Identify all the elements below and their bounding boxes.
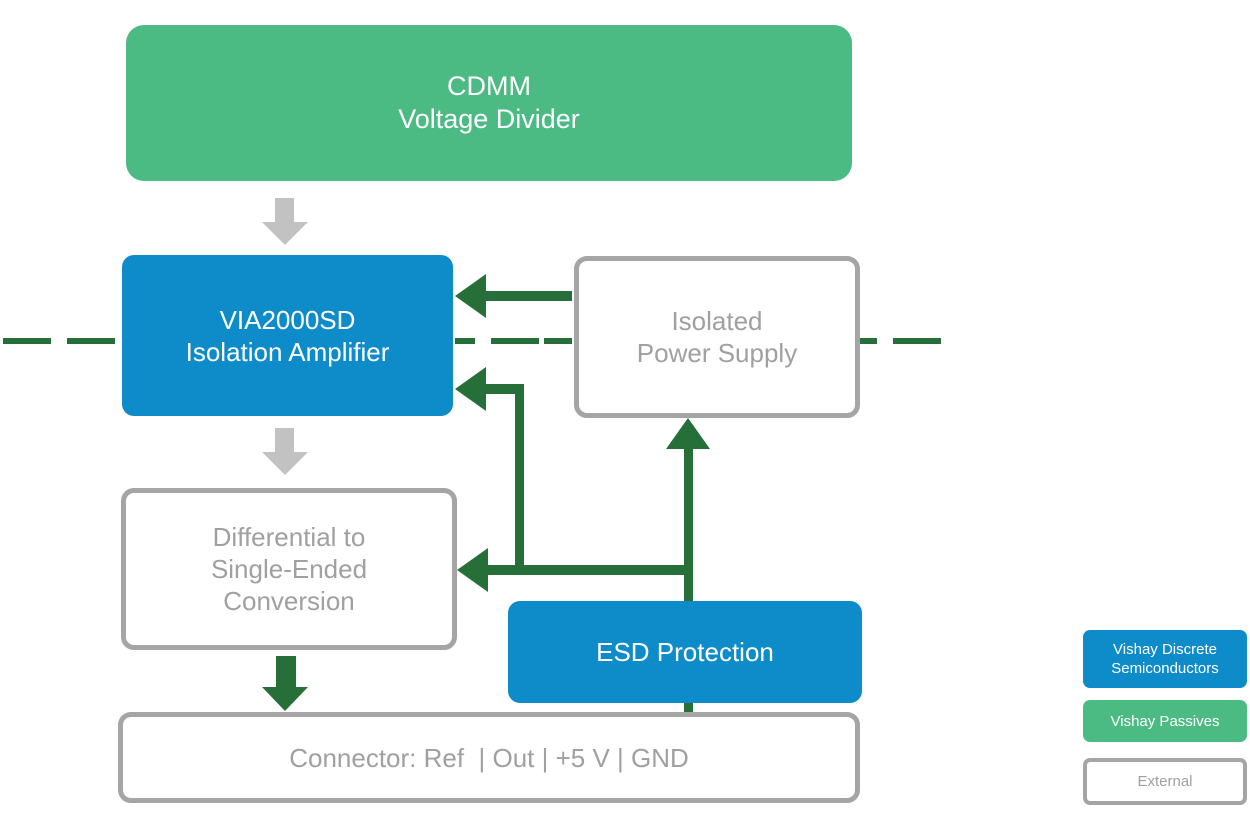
legend-vishay-passives: Vishay Passives xyxy=(1083,700,1247,742)
diff-label-line3: Conversion xyxy=(223,586,355,616)
cdmm-label-line1: CDMM xyxy=(447,71,531,101)
legend-discrete-line1: Vishay Discrete xyxy=(1113,641,1217,658)
legend-external-label: External xyxy=(1137,773,1193,790)
legend-passives-label: Vishay Passives xyxy=(1110,712,1220,730)
arrow-branch-to-amplifier-shaft xyxy=(486,384,524,394)
legend-discrete-line2: Semiconductors xyxy=(1111,660,1219,677)
diff-to-single-ended-box: Differential to Single-Ended Conversion xyxy=(121,488,457,650)
amplifier-label-line2: Isolation Amplifier xyxy=(185,336,390,367)
arrow-branch-vertical-shaft xyxy=(515,384,524,575)
arrow-esd-to-power-supply-shaft xyxy=(684,447,693,712)
arrow-cdmm-to-amplifier-head-icon xyxy=(262,222,308,245)
esd-protection-box: ESD Protection xyxy=(508,601,862,703)
isolation-barrier-dash-right xyxy=(860,338,941,344)
arrow-esd-to-power-supply-head-icon xyxy=(666,418,710,449)
power-supply-label-line2: Power Supply xyxy=(636,338,798,368)
arrow-branch-to-amplifier-head-icon xyxy=(455,367,486,411)
esd-label: ESD Protection xyxy=(596,637,774,667)
connector-box: Connector: Ref | Out | +5 V | GND xyxy=(118,712,860,803)
arrow-to-diff-conversion-head-icon xyxy=(457,548,488,592)
connector-label: Connector: Ref | Out | +5 V | GND xyxy=(289,742,689,773)
arrow-diff-to-connector-shaft xyxy=(276,656,296,688)
cdmm-voltage-divider-box: CDMM Voltage Divider xyxy=(126,25,852,181)
diff-label-line1: Differential to xyxy=(212,522,366,552)
isolation-barrier-dash-middle xyxy=(455,338,572,344)
isolated-power-supply-box: Isolated Power Supply xyxy=(574,256,860,418)
power-supply-label-line1: Isolated xyxy=(671,306,763,336)
legend-vishay-discrete-semiconductors: Vishay Discrete Semiconductors xyxy=(1083,630,1247,688)
cdmm-label-line2: Voltage Divider xyxy=(398,104,580,134)
arrow-diff-to-connector-head-icon xyxy=(262,687,308,711)
isolation-amplifier-box: VIA2000SD Isolation Amplifier xyxy=(122,255,453,416)
diff-label-line2: Single-Ended xyxy=(210,554,368,584)
arrow-to-diff-conversion-shaft xyxy=(488,565,693,575)
amplifier-label-line1: VIA2000SD xyxy=(219,304,356,335)
arrow-amplifier-to-diff-head-icon xyxy=(262,452,308,475)
arrow-cdmm-to-amplifier-shaft xyxy=(275,198,294,223)
arrow-amplifier-to-diff-shaft xyxy=(275,428,294,453)
isolation-barrier-dash-left xyxy=(3,338,120,344)
legend-external: External xyxy=(1083,758,1247,805)
arrow-power-supply-to-amplifier-shaft xyxy=(486,291,572,301)
arrow-power-supply-to-amplifier-head-icon xyxy=(455,274,486,318)
